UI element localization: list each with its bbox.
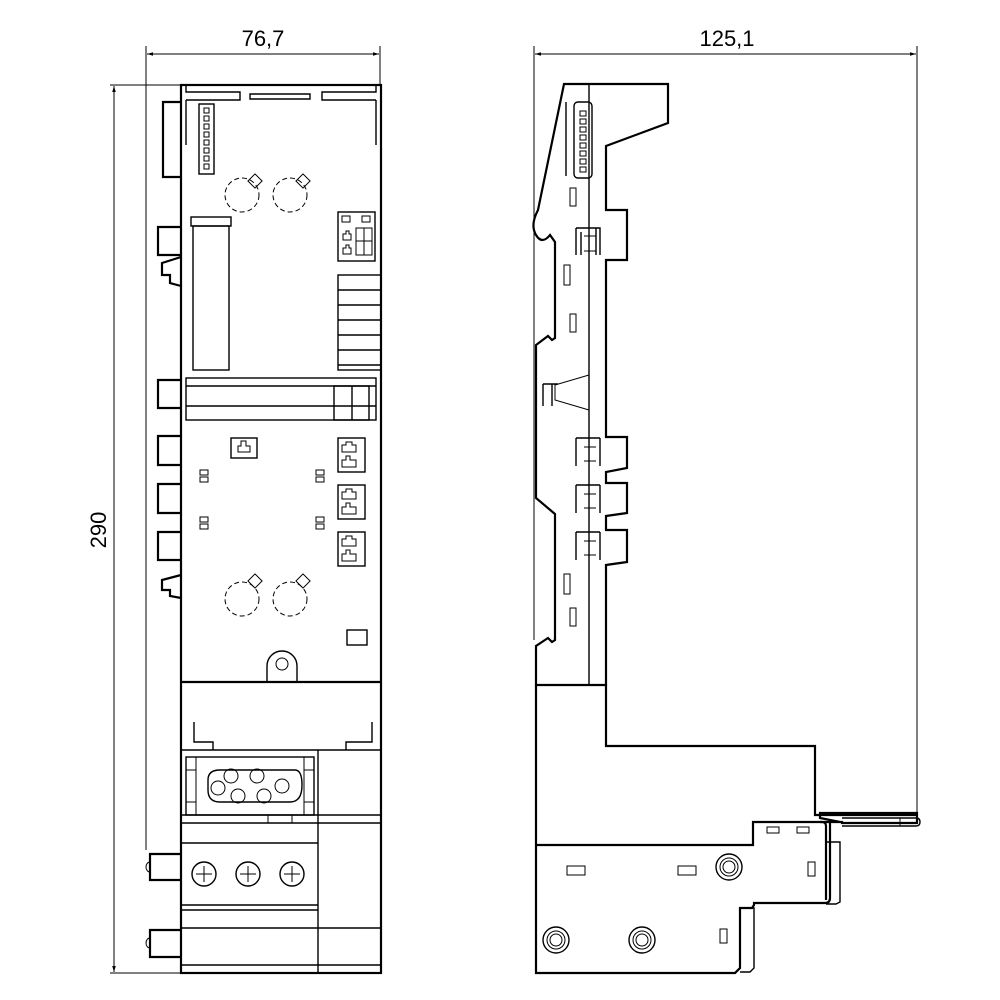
height-label: 290 — [86, 512, 111, 549]
side-housing-outline — [532, 82, 670, 687]
mounting-holes — [542, 853, 743, 954]
dimension-width-front: 76,7 — [145, 26, 381, 116]
power-connector — [185, 756, 315, 816]
side-view — [532, 82, 921, 975]
rotary-switch-1 — [224, 173, 263, 213]
depth-label: 125,1 — [699, 26, 754, 51]
front-view — [145, 83, 383, 975]
rotary-switch-3 — [224, 573, 263, 617]
dimension-depth-side: 125,1 — [533, 26, 918, 818]
rotary-switch-2 — [272, 173, 311, 213]
left-hook — [160, 255, 182, 288]
dimension-height: 290 — [86, 84, 182, 974]
front-housing-outline — [179, 83, 383, 975]
left-clip-top — [161, 100, 181, 179]
width-label: 76,7 — [242, 26, 285, 51]
left-tab — [156, 225, 181, 257]
terminal-screws — [191, 861, 305, 887]
rotary-switch-4 — [272, 573, 311, 617]
